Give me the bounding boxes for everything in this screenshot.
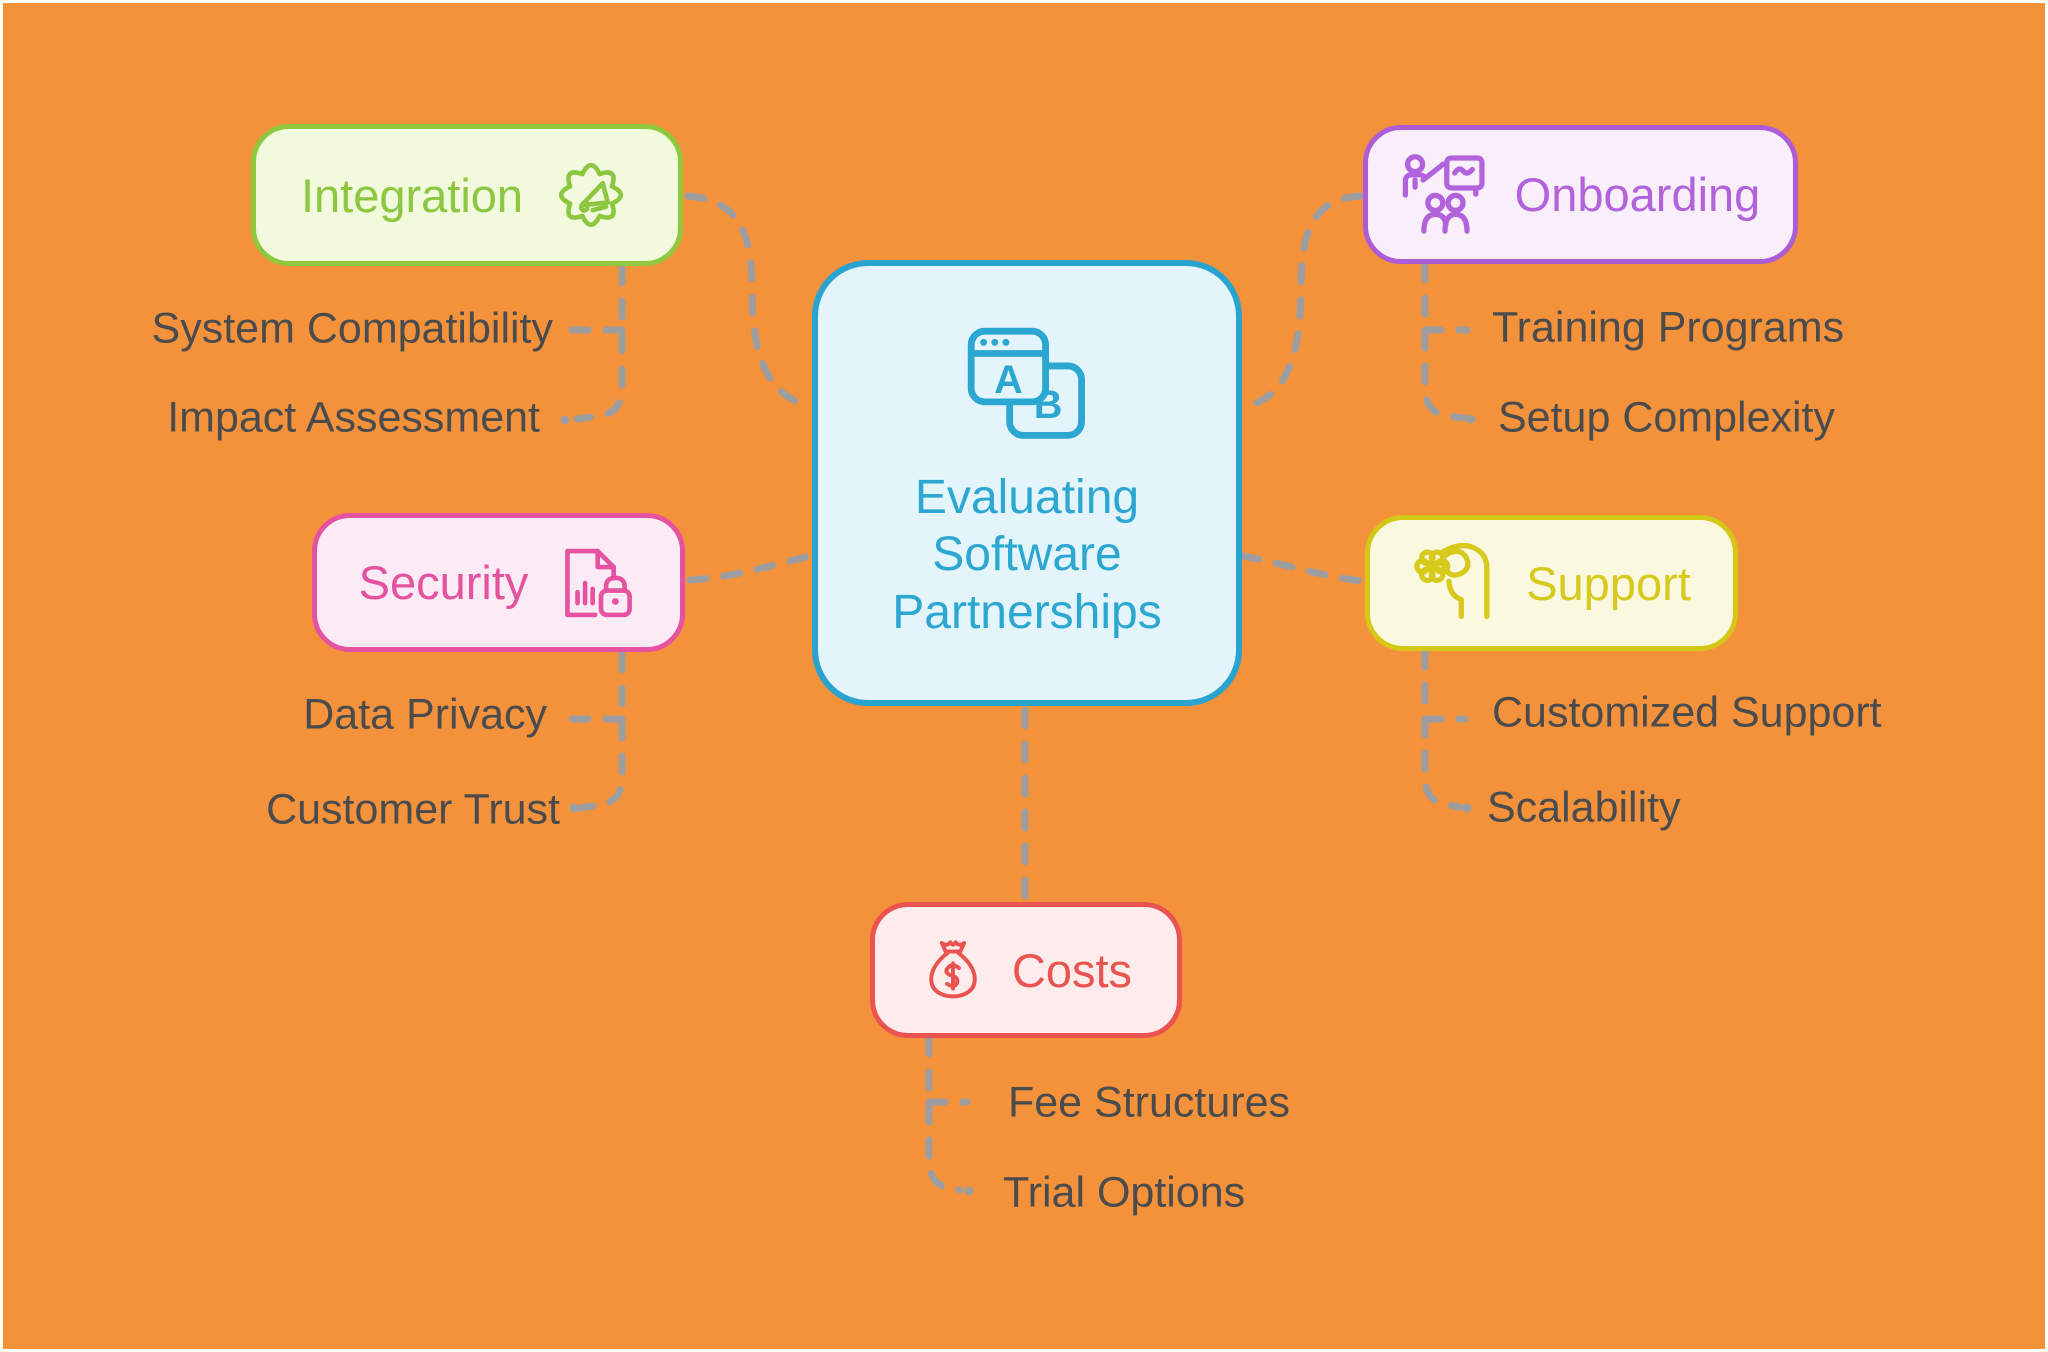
node-security[interactable]: Security [312, 513, 685, 652]
link-support-spine [1421, 647, 1464, 811]
link-costs-spine [925, 1034, 964, 1194]
sub-label-customer-trust[interactable]: Customer Trust [266, 785, 560, 834]
node-onboarding[interactable]: Onboarding [1363, 125, 1798, 264]
link-integration-spine [573, 263, 626, 423]
link-integration-center [684, 192, 814, 410]
costs-label: Costs [1011, 943, 1133, 997]
link-endpoint-dot [1462, 803, 1472, 813]
gear-megaphone-icon [549, 153, 633, 237]
node-center-topic[interactable]: B A Evaluating Software Partnerships [812, 260, 1242, 706]
node-support[interactable]: Support [1365, 515, 1738, 651]
link-endpoint-dot [560, 415, 570, 425]
node-integration[interactable]: Integration [251, 124, 683, 266]
money-bag-icon [920, 934, 986, 1006]
ab-comparison-windows-icon: B A [965, 325, 1089, 449]
link-endpoint-dot [964, 1186, 974, 1196]
link-security-center [686, 552, 814, 584]
sub-label-fee-structures[interactable]: Fee Structures [1008, 1078, 1290, 1127]
support-label: Support [1526, 556, 1691, 610]
link-security-spine [576, 650, 626, 812]
training-presentation-icon [1401, 151, 1489, 239]
sub-label-setup-complexity[interactable]: Setup Complexity [1498, 393, 1835, 442]
sub-label-trial-options[interactable]: Trial Options [1003, 1168, 1246, 1217]
sub-label-training-programs[interactable]: Training Programs [1492, 303, 1845, 352]
svg-text:A: A [994, 359, 1023, 403]
link-onboarding-spine [1421, 260, 1468, 422]
node-costs[interactable]: Costs [870, 902, 1182, 1038]
sub-label-data-privacy[interactable]: Data Privacy [303, 690, 547, 739]
center-topic-label: Evaluating Software Partnerships [892, 471, 1162, 639]
integration-label: Integration [300, 168, 524, 222]
sub-label-customized-support[interactable]: Customized Support [1492, 688, 1882, 737]
document-lock-icon [554, 541, 638, 625]
onboarding-label: Onboarding [1514, 168, 1761, 221]
sub-label-scalability[interactable]: Scalability [1487, 783, 1681, 832]
link-support-center [1239, 552, 1366, 585]
link-endpoint-dot [1466, 414, 1476, 424]
link-endpoint-dot [569, 803, 579, 813]
hand-holding-gear-icon [1412, 539, 1500, 627]
sub-label-impact-assessment[interactable]: Impact Assessment [167, 393, 540, 442]
sub-label-system-compatibility[interactable]: System Compatibility [151, 304, 553, 353]
security-label: Security [358, 556, 529, 609]
link-onboarding-center [1239, 192, 1364, 411]
